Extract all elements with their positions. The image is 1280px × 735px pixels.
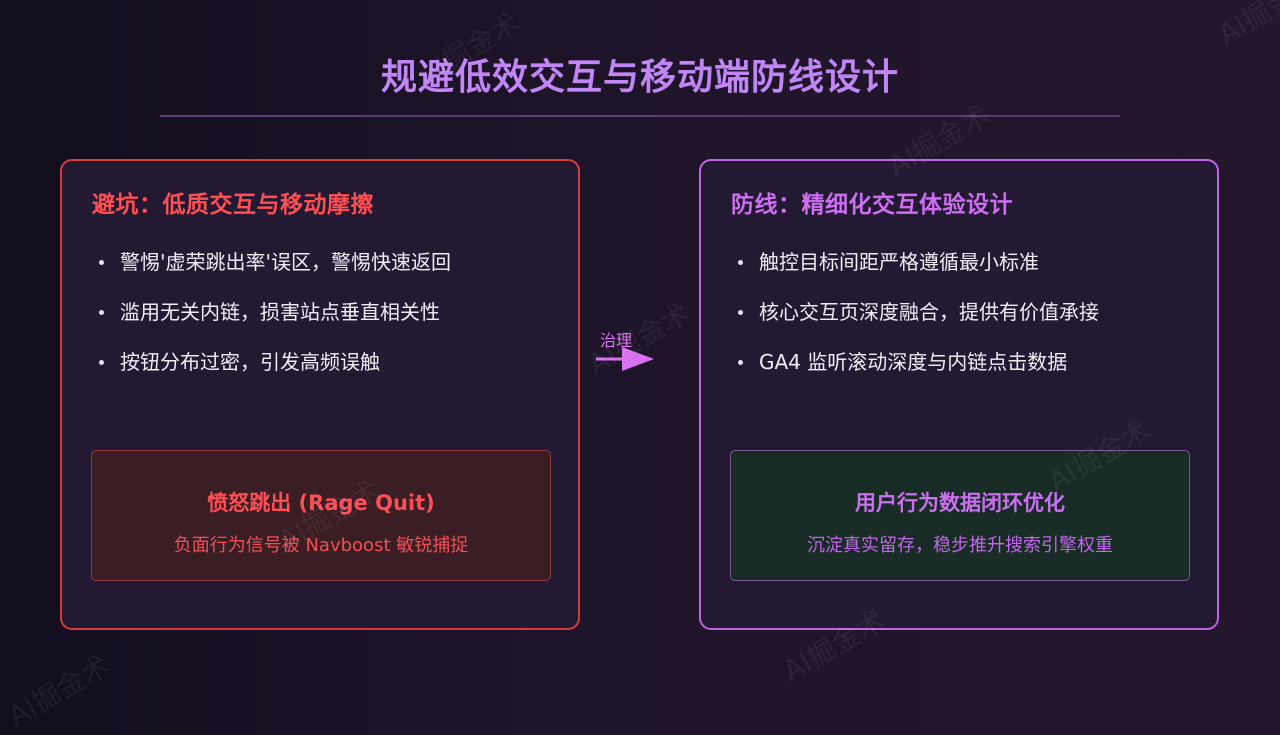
left-bullet-item: 按钮分布过密，引发高频误触 xyxy=(92,346,451,396)
right-bullet-item: GA4 监听滚动深度与内链点击数据 xyxy=(731,346,1099,396)
bullet-dot-icon xyxy=(738,310,743,315)
right-bullet-text: GA4 监听滚动深度与内链点击数据 xyxy=(759,350,1068,374)
rage-quit-title: 愤怒跳出 (Rage Quit) xyxy=(207,491,435,515)
bullet-dot-icon xyxy=(99,260,104,265)
data-loop-description: 沉淀真实留存，稳步推升搜索引擎权重 xyxy=(807,535,1113,556)
left-bullet-text: 警惕'虚荣跳出率'误区，警惕快速返回 xyxy=(120,250,451,274)
left-bullet-list: 警惕'虚荣跳出率'误区，警惕快速返回 滥用无关内链，损害站点垂直相关性 按钮分布… xyxy=(92,246,451,396)
right-bullet-item: 核心交互页深度融合，提供有价值承接 xyxy=(731,296,1099,346)
data-loop-callout: 用户行为数据闭环优化 沉淀真实留存，稳步推升搜索引擎权重 xyxy=(730,450,1190,581)
title-divider xyxy=(160,115,1120,117)
left-bullet-text: 滥用无关内链，损害站点垂直相关性 xyxy=(120,300,440,324)
left-bullet-item: 警惕'虚荣跳出率'误区，警惕快速返回 xyxy=(92,246,451,296)
watermark: AI掘金术 xyxy=(2,648,116,733)
rage-quit-description: 负面行为信号被 Navboost 敏锐捕捉 xyxy=(173,535,469,556)
right-arrow-icon xyxy=(596,347,654,371)
bullet-dot-icon xyxy=(738,260,743,265)
left-bullet-text: 按钮分布过密，引发高频误触 xyxy=(120,350,380,374)
watermark: AI掘金术 xyxy=(1212,0,1280,51)
right-bullet-text: 核心交互页深度融合，提供有价值承接 xyxy=(759,300,1099,324)
right-bullet-list: 触控目标间距严格遵循最小标准 核心交互页深度融合，提供有价值承接 GA4 监听滚… xyxy=(731,246,1099,396)
bullet-dot-icon xyxy=(99,360,104,365)
connector-label: 治理 xyxy=(600,331,633,350)
slide-title: 规避低效交互与移动端防线设计 xyxy=(380,57,899,98)
right-bullet-text: 触控目标间距严格遵循最小标准 xyxy=(759,250,1039,274)
bullet-dot-icon xyxy=(99,310,104,315)
data-loop-title: 用户行为数据闭环优化 xyxy=(855,491,1065,515)
rage-quit-callout: 愤怒跳出 (Rage Quit) 负面行为信号被 Navboost 敏锐捕捉 xyxy=(91,450,551,581)
right-bullet-item: 触控目标间距严格遵循最小标准 xyxy=(731,246,1099,296)
left-problems-card: 避坑：低质交互与移动摩擦 警惕'虚荣跳出率'误区，警惕快速返回 滥用无关内链，损… xyxy=(60,159,580,630)
right-card-heading: 防线：精细化交互体验设计 xyxy=(731,192,1013,218)
left-card-heading: 避坑：低质交互与移动摩擦 xyxy=(92,192,374,218)
left-bullet-item: 滥用无关内链，损害站点垂直相关性 xyxy=(92,296,451,346)
bullet-dot-icon xyxy=(738,360,743,365)
right-solutions-card: 防线：精细化交互体验设计 触控目标间距严格遵循最小标准 核心交互页深度融合，提供… xyxy=(699,159,1219,630)
